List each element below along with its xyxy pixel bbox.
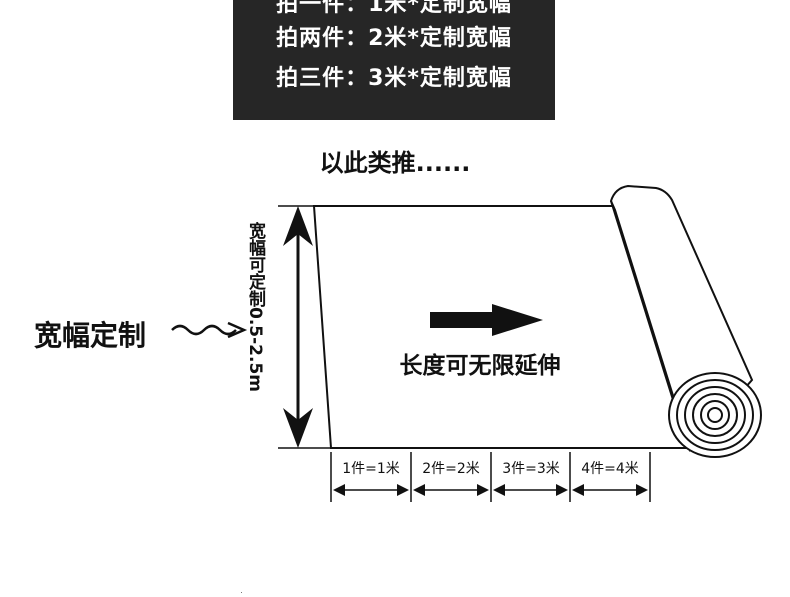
caption-and-so-on: 以此类推...... bbox=[319, 149, 471, 177]
vertical-double-arrow-icon bbox=[283, 206, 313, 448]
width-custom-label: 宽幅定制 bbox=[34, 319, 147, 352]
segment-arrow-3 bbox=[493, 484, 568, 496]
segment-ticks bbox=[330, 452, 651, 502]
segment-arrow-2 bbox=[413, 484, 489, 496]
stray-dot bbox=[241, 592, 242, 593]
banner-line-2: 拍两件：2米*定制宽幅 bbox=[276, 26, 512, 51]
wavy-line-icon bbox=[171, 324, 237, 336]
right-arrow-icon bbox=[430, 304, 543, 336]
segment-label-3: 3件=3米 bbox=[502, 461, 560, 477]
roll-end-icon bbox=[668, 372, 762, 458]
segment-label-1: 1件=1米 bbox=[342, 461, 400, 477]
banner-line-3: 拍三件：3米*定制宽幅 bbox=[276, 66, 512, 91]
width-range-label: 宽幅可定制0.5-2.5m bbox=[245, 222, 265, 392]
segment-label-2: 2件=2米 bbox=[422, 461, 480, 477]
wavy-arrowhead-icon bbox=[227, 321, 248, 339]
banner-line-1: 拍一件：1米*定制宽幅 bbox=[276, 0, 512, 17]
length-unlimited-label: 长度可无限延伸 bbox=[399, 353, 561, 379]
segment-arrow-1 bbox=[333, 484, 409, 496]
segment-arrows bbox=[333, 484, 648, 496]
segment-label-4: 4件=4米 bbox=[581, 461, 639, 477]
segment-arrow-4 bbox=[572, 484, 648, 496]
info-banner: 拍一件：1米*定制宽幅 拍两件：2米*定制宽幅 拍三件：3米*定制宽幅 bbox=[233, 0, 555, 120]
